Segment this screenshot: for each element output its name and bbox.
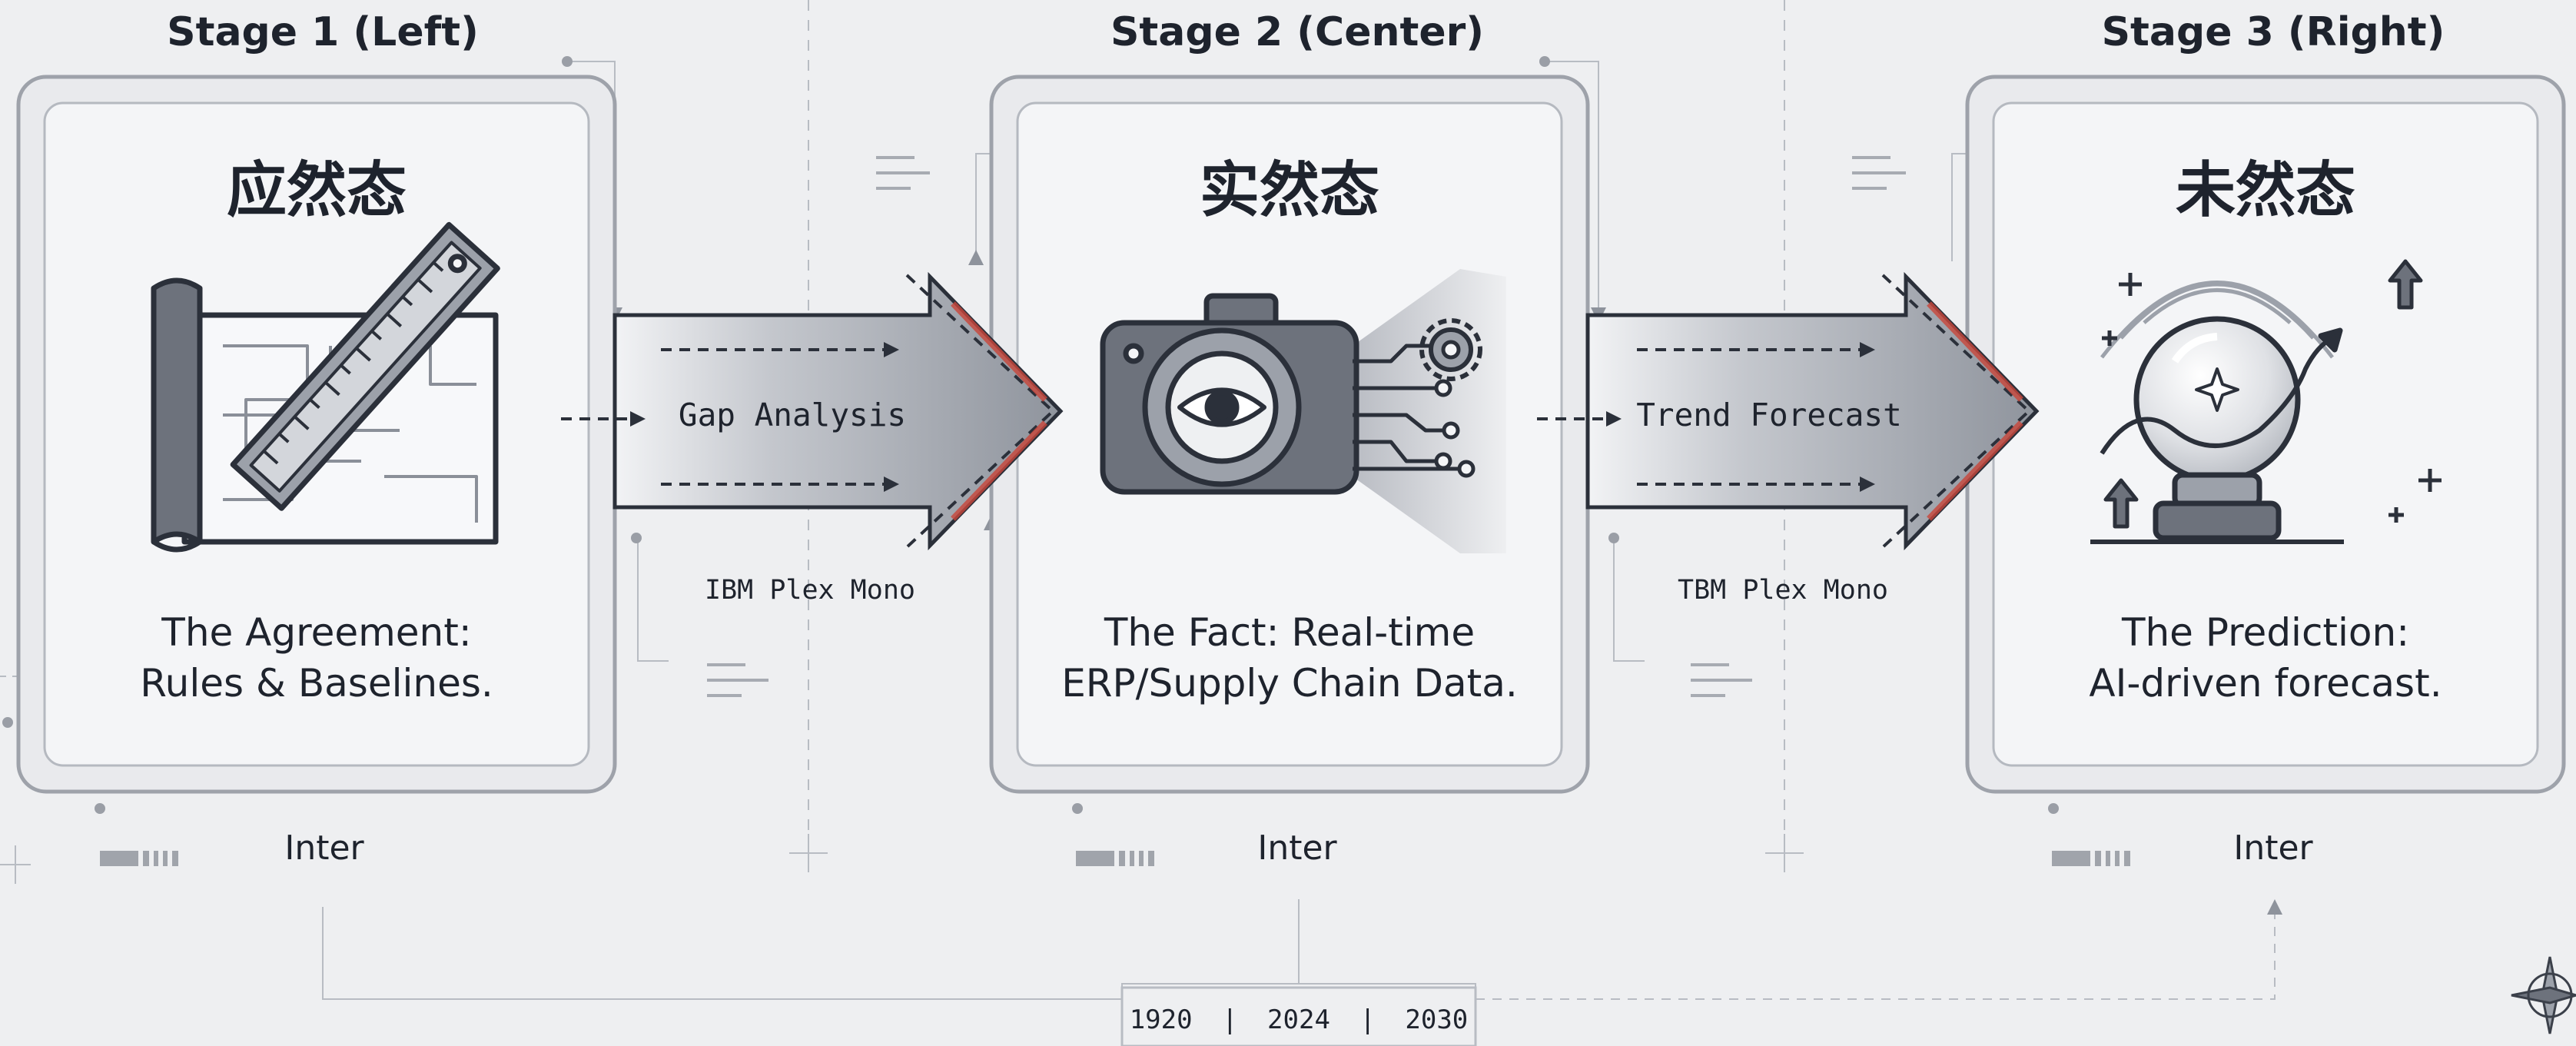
- compass-star-icon: [2511, 956, 2576, 1034]
- stage-3-description-line-2: AI-driven forecast.: [2089, 661, 2442, 706]
- blueprint-ruler-icon: [151, 221, 500, 553]
- arrow-2-font-label: TBM Plex Mono: [1678, 575, 1888, 606]
- stage-2-heading: 实然态: [1199, 156, 1379, 225]
- guide-dots: [2, 56, 2059, 814]
- trend-forecast-label: Trend Forecast: [1636, 397, 1902, 433]
- stage-3-font-tag: Inter: [2233, 828, 2313, 868]
- arrow-1-font-label: IBM Plex Mono: [705, 575, 915, 606]
- trend-forecast-arrow: [1537, 271, 2040, 551]
- timeline-year-3: 2030: [1405, 1004, 1469, 1035]
- stage-1-title: Stage 1 (Left): [167, 9, 479, 55]
- stage-1-description-line-1: The Agreement:: [161, 610, 472, 655]
- timeline-year-2: 2024: [1267, 1004, 1330, 1035]
- timeline-years: 1920 | 2024 | 2030: [1122, 1001, 1476, 1039]
- stage-1-heading: 应然态: [226, 156, 407, 225]
- stage-3-title: Stage 3 (Right): [2101, 9, 2445, 55]
- barcode-marks: [100, 851, 2130, 866]
- stage-2-font-tag: Inter: [1257, 828, 1337, 868]
- stage-1-font-tag: Inter: [284, 828, 364, 868]
- stage-3-heading: 未然态: [2175, 156, 2355, 225]
- stage-1-description-line-2: Rules & Baselines.: [140, 661, 493, 706]
- stage-2-description-line-1: The Fact: Real-time: [1104, 610, 1476, 655]
- gap-analysis-arrow: [561, 271, 1064, 551]
- stage-2-description: The Fact: Real-time ERP/Supply Chain Dat…: [998, 607, 1582, 709]
- text-line-glyphs: [707, 156, 1906, 697]
- stage-3-description-line-1: The Prediction:: [2121, 610, 2410, 655]
- timeline-separator-2: |: [1359, 1004, 1376, 1035]
- timeline-separator-1: |: [1222, 1004, 1238, 1035]
- gap-analysis-label: Gap Analysis: [678, 397, 907, 433]
- stage-2-title: Stage 2 (Center): [1110, 9, 1485, 55]
- crystal-ball-icon: [2090, 259, 2442, 544]
- stage-2-description-line-2: ERP/Supply Chain Data.: [1061, 661, 1518, 706]
- stage-3-description: The Prediction: AI-driven forecast.: [1973, 607, 2558, 709]
- timeline-year-1: 1920: [1129, 1004, 1193, 1035]
- stage-1-description: The Agreement: Rules & Baselines.: [25, 607, 609, 709]
- camera-data-icon: [1100, 269, 1506, 553]
- timeline-box: [1120, 986, 1477, 1046]
